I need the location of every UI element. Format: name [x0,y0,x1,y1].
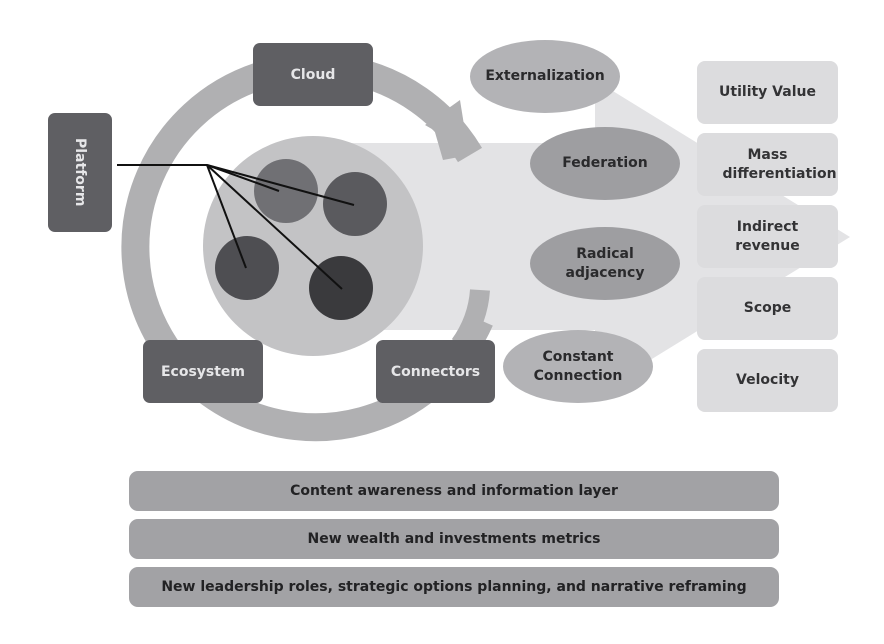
value-mass-differentiation[interactable]: Mass differentiation [697,133,838,196]
value-velocity[interactable]: Velocity [697,349,838,412]
layer-wealth-metrics[interactable]: New wealth and investments metrics [129,519,779,559]
value-utility[interactable]: Utility Value [697,61,838,124]
federation-label: Federation [562,155,648,171]
radical-adjacency-ellipse[interactable]: Radical adjacency [530,227,680,300]
layer-leadership-roles-label: New leadership roles, strategic options … [161,579,747,595]
value-scope-label: Scope [743,300,792,316]
externalization-ellipse[interactable]: Externalization [470,40,620,113]
layer-content-awareness[interactable]: Content awareness and information layer [129,471,779,511]
connectors-label: Connectors [390,363,481,380]
value-scope[interactable]: Scope [697,277,838,340]
platform-node[interactable]: Platform [48,113,112,232]
member-circle-2 [323,172,387,236]
value-velocity-label: Velocity [736,372,799,388]
layer-content-awareness-label: Content awareness and information layer [290,483,618,499]
layer-leadership-roles[interactable]: New leadership roles, strategic options … [129,567,779,607]
value-mass-differentiation-label: Mass differentiation [722,146,837,182]
layer-wealth-metrics-label: New wealth and investments metrics [307,531,601,547]
value-utility-label: Utility Value [719,84,816,100]
radical-adjacency-label: Radical adjacency [565,245,645,281]
cloud-label: Cloud [290,66,336,83]
constant-connection-ellipse[interactable]: Constant Connection [503,330,653,403]
member-circle-3 [215,236,279,300]
cycle-arrowhead [425,100,468,150]
ecosystem-node[interactable]: Ecosystem [143,340,263,403]
federation-ellipse[interactable]: Federation [530,127,680,200]
constant-connection-label: Constant Connection [533,348,623,384]
cloud-node[interactable]: Cloud [253,43,373,106]
platform-label: Platform [72,138,88,207]
value-indirect-revenue[interactable]: Indirect revenue [697,205,838,268]
connectors-node[interactable]: Connectors [376,340,495,403]
ecosystem-label: Ecosystem [160,363,246,380]
externalization-label: Externalization [485,68,605,84]
value-indirect-revenue-label: Indirect revenue [735,218,800,254]
member-circle-1 [254,159,318,223]
platform-connector-lines [117,164,355,290]
cycle-arrowhead-tip [428,108,470,160]
